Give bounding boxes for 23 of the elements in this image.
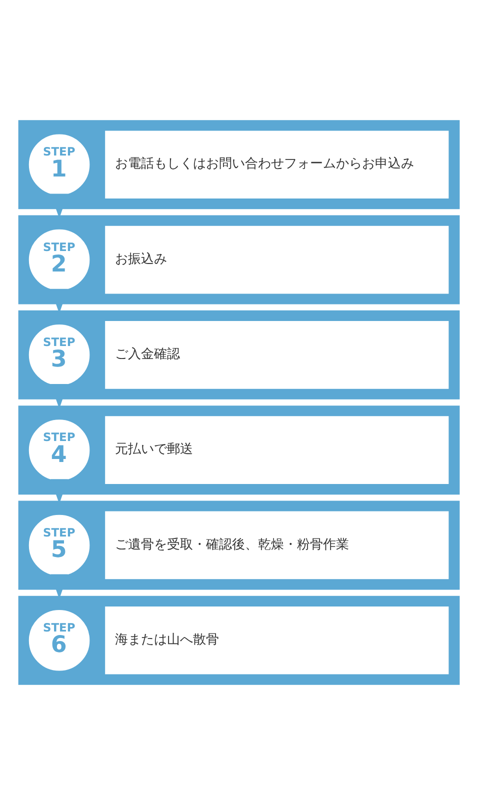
node-box: お振込み bbox=[105, 225, 449, 294]
cluster bbox=[18, 500, 460, 590]
cluster bbox=[18, 214, 460, 304]
node-box: 海または山へ散骨 bbox=[105, 606, 449, 674]
arrow bbox=[50, 574, 68, 598]
arrow bbox=[50, 384, 68, 408]
node-circle: STEP 4 bbox=[28, 419, 90, 480]
arrow bbox=[50, 193, 68, 218]
node-box: お電話もしくはお問い合わせフォームからお申込み bbox=[105, 130, 449, 198]
node-circle: STEP 2 bbox=[28, 228, 90, 290]
node-circle: STEP 6 bbox=[28, 609, 90, 670]
cluster bbox=[18, 405, 460, 494]
cluster bbox=[18, 310, 460, 399]
node-box: ご入金確認 bbox=[105, 320, 449, 388]
cluster bbox=[18, 595, 460, 684]
node-circle: STEP 3 bbox=[28, 324, 90, 385]
node-circle: STEP 5 bbox=[28, 514, 90, 576]
arrow bbox=[50, 288, 68, 314]
cluster bbox=[18, 120, 460, 209]
arrow bbox=[50, 478, 68, 504]
node-box: ご遺骨を受取・確認後、乾燥・粉骨作業 bbox=[105, 510, 449, 579]
node-box: 元払いで郵送 bbox=[105, 416, 449, 484]
node-circle: STEP 1 bbox=[28, 134, 90, 195]
